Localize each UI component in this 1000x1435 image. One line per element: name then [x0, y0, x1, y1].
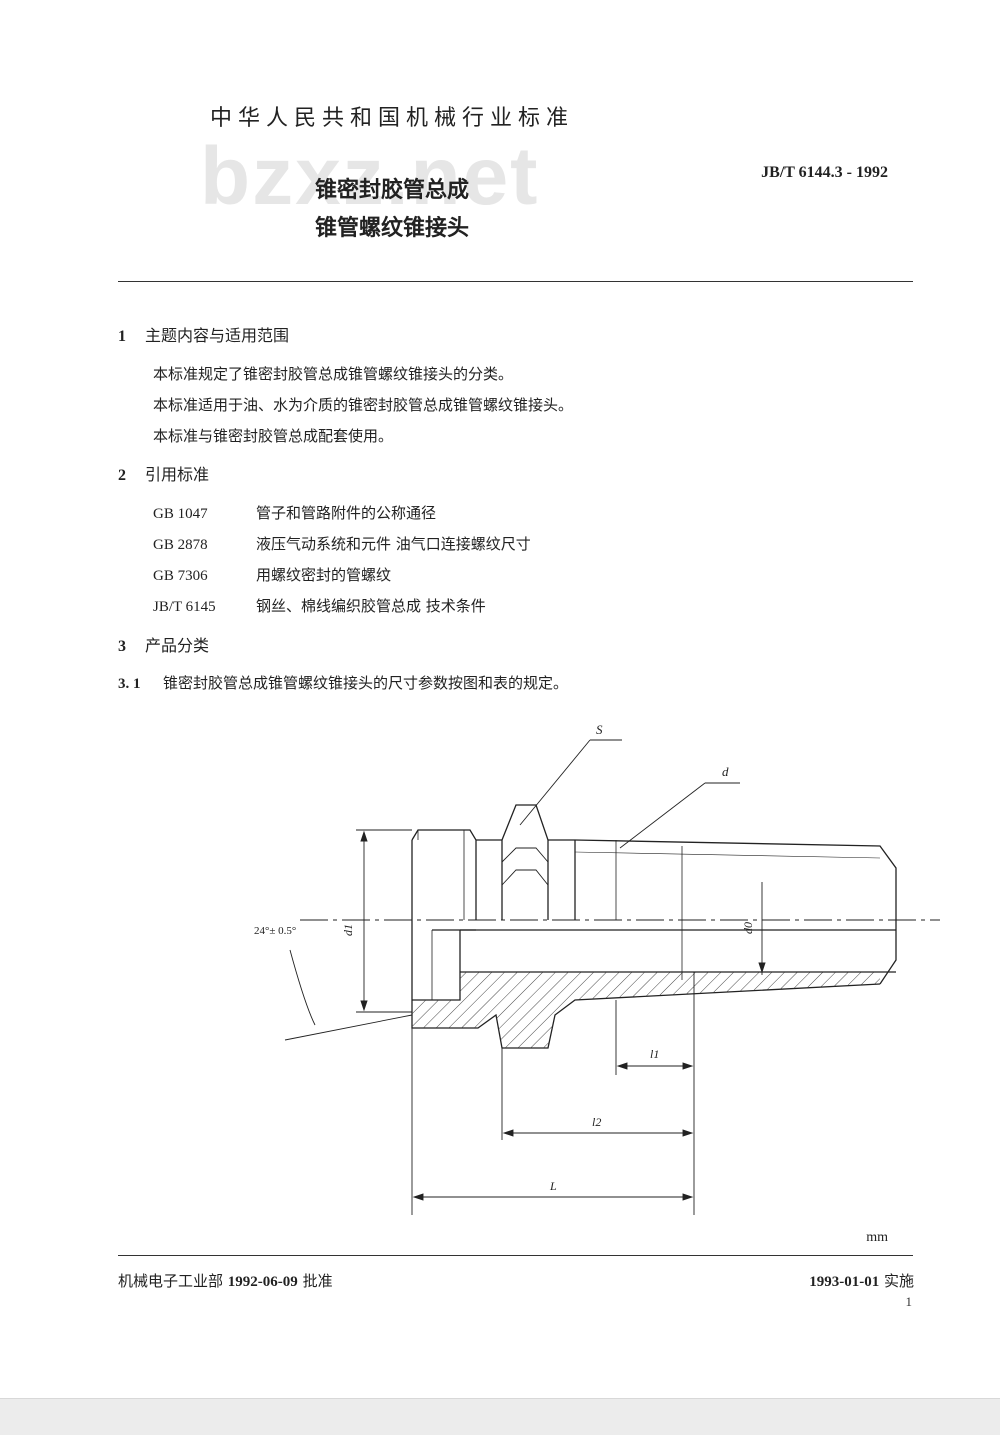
subsection-3-1: 3. 1 锥密封胶管总成锥管螺纹锥接头的尺寸参数按图和表的规定。 — [118, 672, 568, 693]
viewer-bottom-bar — [0, 1398, 1000, 1435]
reference-title: 液压气动系统和元件 油气口连接螺纹尺寸 — [256, 535, 531, 553]
subsection-number: 3. 1 — [118, 676, 141, 692]
issuing-authority: 中华人民共和国机械行业标准 — [210, 106, 575, 131]
implementation-info: 1993-01-01 实施 — [809, 1270, 914, 1291]
section-number: 3 — [118, 638, 126, 655]
label-l2: l2 — [592, 1115, 601, 1129]
watermark: bzxz.net — [200, 131, 540, 222]
angle-arc — [289, 949, 316, 1026]
approval-info: 机械电子工业部 1992-06-09 批准 — [118, 1270, 333, 1291]
section-1-heading: 1 主题内容与适用范围 — [118, 322, 289, 346]
label-length: L — [549, 1179, 557, 1193]
unit-label: mm — [866, 1230, 888, 1245]
thread-cone-outline — [574, 839, 897, 985]
reference-code: JB/T 6145 — [153, 599, 216, 615]
header-divider — [118, 281, 913, 282]
section-title: 产品分类 — [145, 636, 210, 655]
footer-divider — [118, 1255, 913, 1256]
reference-title: 钢丝、棉线编织胶管总成 技术条件 — [256, 597, 486, 615]
reference-item: JB/T 6145 钢丝、棉线编织胶管总成 技术条件 — [153, 595, 486, 616]
implementation-date: 1993-01-01 — [809, 1274, 880, 1290]
paragraph: 本标准适用于油、水为介质的锥密封胶管总成锥管螺纹锥接头。 — [153, 396, 574, 414]
reference-code: GB 1047 — [153, 506, 208, 522]
reference-item: GB 2878 液压气动系统和元件 油气口连接螺纹尺寸 — [153, 533, 531, 554]
label-d1: d1 — [341, 924, 355, 936]
section-3-heading: 3 产品分类 — [118, 632, 209, 656]
label-d0: d0 — [741, 922, 755, 934]
hexagon-outline — [501, 804, 549, 920]
implementation-action: 实施 — [883, 1272, 914, 1290]
subsection-text: 锥密封胶管总成锥管螺纹锥接头的尺寸参数按图和表的规定。 — [163, 674, 569, 692]
label-d: d — [722, 764, 729, 779]
section-2-heading: 2 引用标准 — [118, 461, 209, 485]
label-angle: 24°± 0.5° — [254, 925, 296, 937]
section-title: 引用标准 — [145, 465, 210, 484]
section-title: 主题内容与适用范围 — [145, 326, 290, 345]
document-title-line-1: 锥密封胶管总成 — [315, 178, 470, 203]
section-hatching — [412, 972, 880, 1048]
approval-action: 批准 — [302, 1272, 333, 1290]
reference-title: 用螺纹密封的管螺纹 — [256, 566, 392, 584]
section-number: 1 — [118, 328, 126, 345]
approval-date: 1992-06-09 — [227, 1274, 298, 1290]
reference-item: GB 1047 管子和管路附件的公称通径 — [153, 502, 436, 523]
paragraph: 本标准规定了锥密封胶管总成锥管螺纹锥接头的分类。 — [153, 365, 514, 383]
reference-item: GB 7306 用螺纹密封的管螺纹 — [153, 564, 391, 585]
label-s: S — [596, 722, 603, 737]
document-title-line-2: 锥管螺纹锥接头 — [315, 216, 470, 241]
standard-code: JB/T 6144.3 - 1992 — [761, 164, 888, 181]
reference-code: GB 7306 — [153, 568, 208, 584]
reference-code: GB 2878 — [153, 537, 208, 553]
reference-title: 管子和管路附件的公称通径 — [256, 504, 437, 522]
page-number: 1 — [905, 1294, 913, 1309]
paragraph: 本标准与锥密封胶管总成配套使用。 — [153, 427, 394, 445]
approving-org: 机械电子工业部 — [118, 1272, 224, 1290]
nut-outline — [411, 829, 477, 920]
section-number: 2 — [118, 467, 126, 484]
label-l1: l1 — [650, 1047, 659, 1061]
